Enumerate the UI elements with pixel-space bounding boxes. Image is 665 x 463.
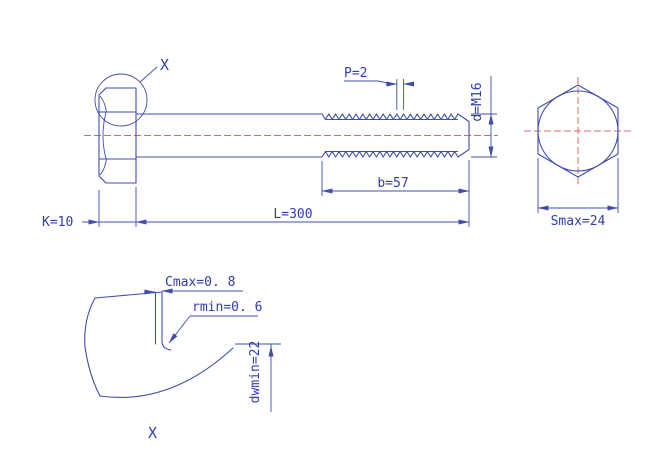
- detail-marker-label: X: [160, 56, 169, 74]
- dim-total-length: L=300 K=10: [42, 160, 470, 230]
- washer-face-diameter-label: dwmin=22: [248, 341, 263, 404]
- end-view: Smax=24: [524, 77, 632, 229]
- thread-end-chamfer: [457, 113, 470, 158]
- detail-top-edge: [94, 291, 163, 299]
- detail-left-upper-arc: [84, 297, 96, 348]
- head-chamfer-arc-upper: [99, 95, 107, 113]
- bolt-head-side-view: [98, 87, 137, 184]
- thread-length-label: b=57: [377, 176, 408, 191]
- head-height-label: K=10: [42, 215, 73, 230]
- detail-view: Cmax=0. 8 rmin=0. 6 dwmin=22 X: [84, 275, 281, 442]
- pitch-label: P=2: [344, 66, 367, 81]
- detail-circle: [94, 73, 148, 127]
- hex-head-outline: [537, 84, 619, 178]
- dim-washer-face-diameter: dwmin=22: [235, 341, 281, 412]
- total-length-label: L=300: [273, 207, 312, 222]
- dim-width-across-flats: Smax=24: [537, 158, 619, 229]
- diameter-label: d=M16: [470, 82, 485, 121]
- detail-leader-line: [139, 66, 158, 83]
- width-across-flats-label: Smax=24: [551, 214, 606, 229]
- thread-profile-bottom: [321, 150, 459, 158]
- detail-geometry: [84, 291, 234, 399]
- dim-fillet-radius: rmin=0. 6: [168, 300, 262, 344]
- head-chamfer-arc-center: [102, 111, 107, 160]
- pitch-leader-connector: [377, 80, 393, 85]
- main-view: X P=2 d=M16 b=57: [42, 56, 498, 230]
- dim-pitch: P=2: [344, 66, 415, 110]
- bolt-shank: [135, 113, 323, 158]
- head-inscribed-circle: [537, 90, 619, 172]
- dim-thread-length: b=57: [321, 161, 470, 196]
- detail-washer-face-arc: [99, 347, 234, 399]
- dim-chamfer: Cmax=0. 8: [144, 275, 243, 295]
- thread-profile-top: [321, 113, 459, 121]
- detail-fillet-arc: [161, 340, 172, 351]
- detail-view-label: X: [148, 424, 157, 442]
- chamfer-label: Cmax=0. 8: [165, 275, 235, 290]
- fillet-radius-label: rmin=0. 6: [192, 300, 262, 315]
- head-chamfer-arc-lower: [99, 158, 107, 176]
- bolt-head-outline: [98, 87, 137, 184]
- bolt-thread: [321, 113, 470, 158]
- fillet-leader-arrow: [168, 315, 191, 344]
- dim-thread-diameter: d=M16: [470, 76, 497, 158]
- detail-left-lower-arc: [84, 346, 101, 397]
